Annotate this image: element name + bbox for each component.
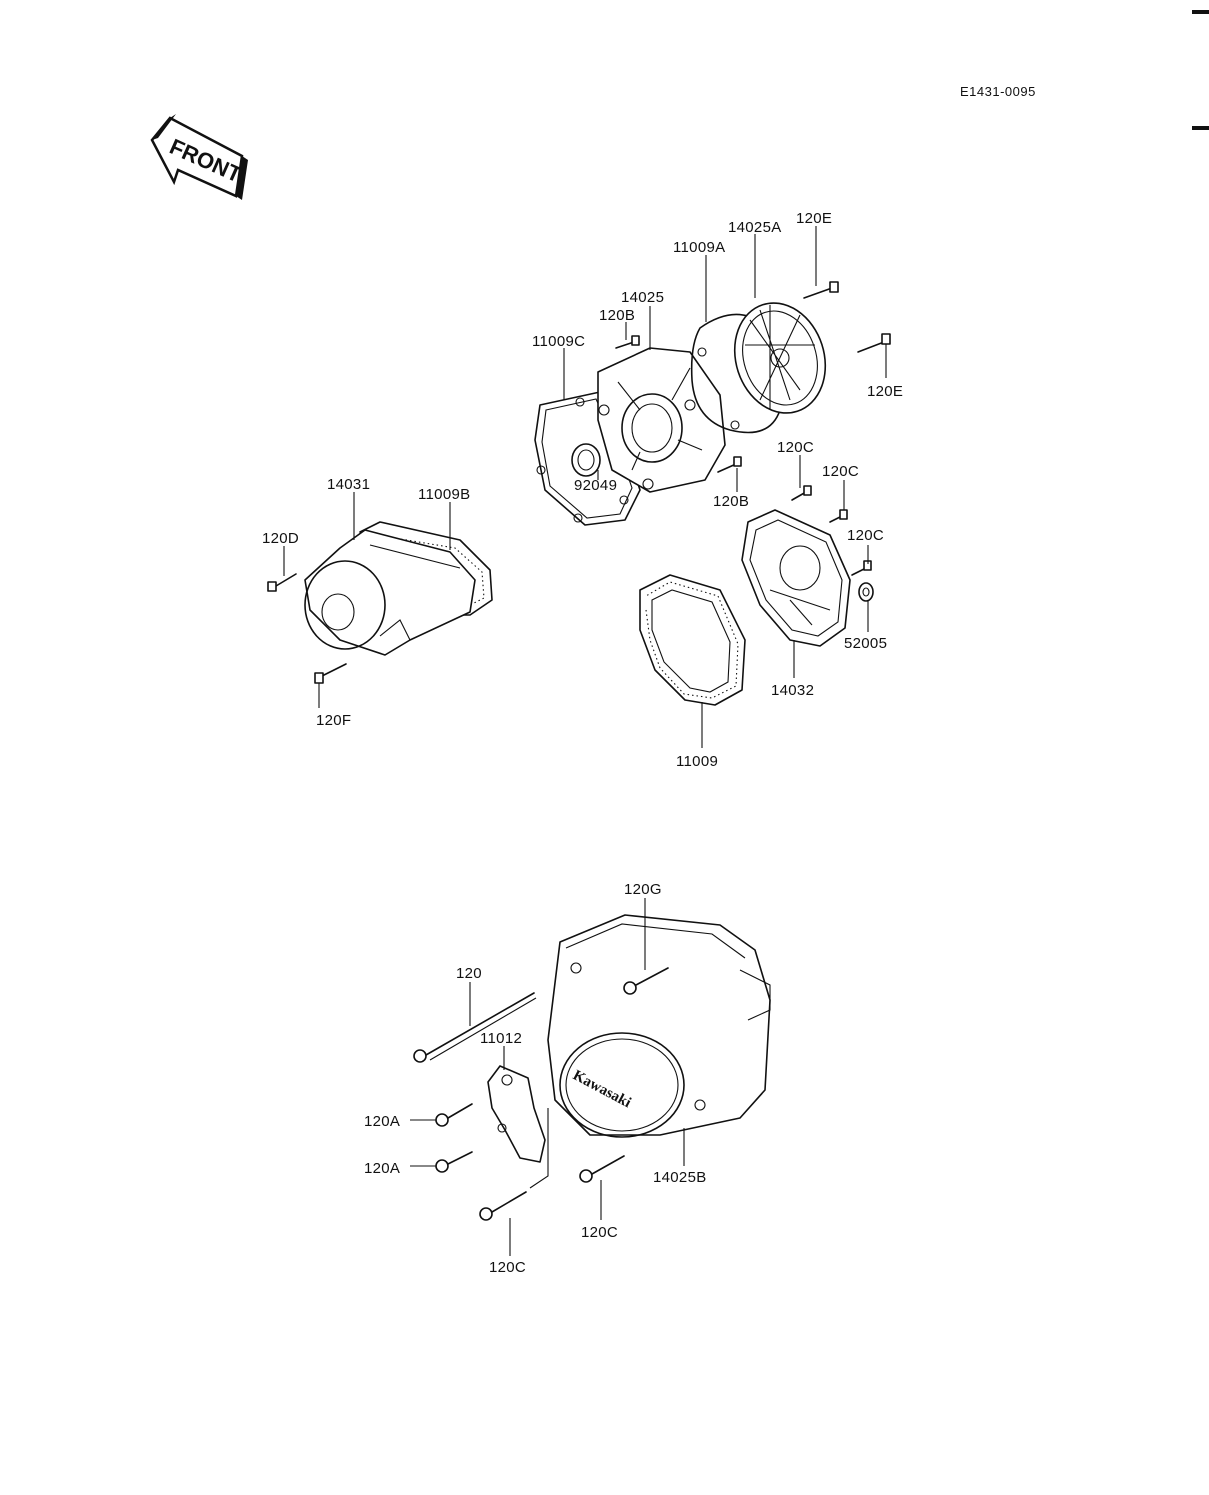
label-52005: 52005 (844, 635, 887, 652)
reference-code: E1431-0095 (960, 84, 1036, 99)
label-120C-a: 120C (777, 439, 814, 456)
bolt-120G (623, 967, 669, 995)
label-14025B: 14025B (653, 1169, 707, 1186)
bolt-120E-top (803, 281, 839, 299)
front-arrow-icon: FRONT (150, 114, 248, 200)
bolt-120C-e (479, 1191, 527, 1221)
bolt-120E-right (857, 333, 891, 353)
label-120C-b: 120C (822, 463, 859, 480)
label-120B-top: 120B (599, 307, 635, 324)
bolt-120C-d (579, 1155, 625, 1183)
label-120A-a: 120A (364, 1113, 400, 1130)
label-14025A: 14025A (728, 219, 782, 236)
label-120G: 120G (624, 881, 662, 898)
edge-mark-top (1192, 10, 1209, 14)
label-14025: 14025 (621, 289, 664, 306)
label-120A-b: 120A (364, 1160, 400, 1177)
bolt-120-long (413, 992, 537, 1063)
leader-bracket-path (529, 1108, 549, 1189)
bolt-120F (314, 663, 347, 684)
label-120: 120 (456, 965, 482, 982)
bolt-120A-a (435, 1103, 473, 1127)
label-120D: 120D (262, 530, 299, 547)
edge-mark-bottom (1192, 126, 1209, 130)
leader-lines (283, 226, 887, 1256)
nut-52005 (858, 582, 874, 602)
bolt-120B-top (615, 335, 640, 349)
cover-14025B: Kawasaki (547, 914, 771, 1138)
label-11009B: 11009B (418, 486, 470, 503)
bolt-120C-a (791, 485, 812, 501)
cover-14025 (597, 347, 726, 493)
label-92049: 92049 (574, 477, 617, 494)
label-120C-c: 120C (847, 527, 884, 544)
bolt-120C-b (829, 509, 848, 523)
label-11009C: 11009C (532, 333, 585, 350)
label-120E-right: 120E (867, 383, 903, 400)
label-11009A: 11009A (673, 239, 725, 256)
bolt-120A-b (435, 1151, 473, 1173)
bolt-120B-mid (717, 456, 742, 473)
label-11009: 11009 (676, 753, 718, 770)
label-14032: 14032 (771, 682, 814, 699)
gasket-11009 (639, 574, 746, 706)
bracket-11012 (487, 1065, 546, 1163)
cover-14025A (733, 302, 827, 414)
label-14031: 14031 (327, 476, 370, 493)
label-120E-top: 120E (796, 210, 832, 227)
label-120C-d: 120C (581, 1224, 618, 1241)
label-120F: 120F (316, 712, 351, 729)
label-11012: 11012 (480, 1030, 522, 1047)
bolt-120D (267, 573, 297, 592)
oil-seal-92049 (571, 443, 601, 477)
label-120B-mid: 120B (713, 493, 749, 510)
cover-14032 (741, 509, 851, 647)
cover-14031 (304, 529, 476, 656)
label-120C-e: 120C (489, 1259, 526, 1276)
